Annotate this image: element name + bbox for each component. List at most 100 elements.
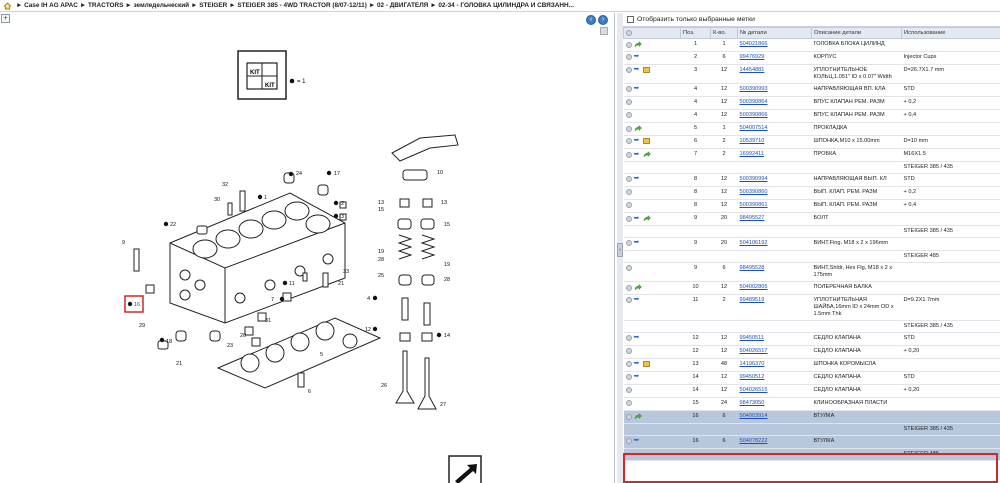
part-number-link[interactable]: 10539710 bbox=[739, 138, 765, 144]
highlighted-callout[interactable] bbox=[124, 295, 144, 313]
add-to-cart-icon[interactable] bbox=[643, 215, 651, 222]
info-icon[interactable] bbox=[625, 189, 632, 195]
part-number-link[interactable]: 504106192 bbox=[739, 240, 768, 246]
add-to-cart-icon[interactable] bbox=[634, 413, 642, 420]
part-number-link[interactable]: 504026517 bbox=[739, 348, 768, 354]
info-icon[interactable] bbox=[625, 297, 632, 303]
part-number-link[interactable]: 504021866 bbox=[739, 41, 768, 47]
home-icon[interactable] bbox=[3, 1, 12, 10]
info-icon[interactable] bbox=[625, 86, 632, 92]
splitter-handle[interactable]: ‹ bbox=[617, 243, 623, 257]
pane-splitter[interactable]: ‹ bbox=[617, 13, 623, 483]
part-number-link[interactable]: 504078222 bbox=[739, 438, 768, 444]
part-number-link[interactable]: 504026515 bbox=[739, 387, 768, 393]
part-number-link[interactable]: 500390861 bbox=[739, 202, 768, 208]
replace-arrow-icon[interactable]: ➥ bbox=[633, 214, 640, 222]
replace-arrow-icon[interactable]: ➥ bbox=[633, 150, 640, 158]
next-page-button[interactable]: › bbox=[598, 15, 608, 25]
part-number-link[interactable]: 16992411 bbox=[739, 151, 764, 157]
info-icon[interactable] bbox=[625, 54, 632, 60]
part-number-link[interactable]: 504002805 bbox=[739, 284, 768, 290]
info-icon[interactable] bbox=[625, 413, 632, 420]
part-number-link[interactable]: 500390993 bbox=[739, 86, 768, 92]
column-header[interactable]: № детали bbox=[737, 27, 812, 39]
info-icon[interactable] bbox=[625, 176, 632, 182]
show-selected-checkbox[interactable] bbox=[627, 16, 634, 23]
column-header[interactable]: Описание детали bbox=[811, 27, 902, 39]
replace-arrow-icon[interactable]: ➥ bbox=[633, 53, 640, 60]
info-icon[interactable] bbox=[625, 284, 632, 291]
menu-icon[interactable] bbox=[626, 29, 632, 36]
kit-box-icon[interactable] bbox=[642, 138, 650, 144]
info-icon[interactable] bbox=[625, 215, 632, 222]
part-number-link[interactable]: 504007514 bbox=[739, 125, 768, 131]
part-number-link[interactable]: 500390864 bbox=[739, 99, 768, 105]
breadcrumb-item[interactable]: ► TRACTORS bbox=[79, 2, 124, 9]
info-icon[interactable] bbox=[625, 41, 632, 48]
replace-arrow-icon[interactable]: ➥ bbox=[633, 296, 640, 303]
info-icon[interactable] bbox=[625, 374, 632, 380]
part-number-link[interactable]: 14196370 bbox=[739, 361, 765, 367]
info-icon[interactable] bbox=[625, 99, 632, 105]
column-header-icons[interactable] bbox=[623, 27, 681, 39]
part-number-link[interactable]: 500390866 bbox=[739, 112, 768, 118]
info-icon[interactable] bbox=[625, 265, 632, 271]
replace-arrow-icon[interactable]: ➥ bbox=[633, 175, 640, 182]
part-number-link[interactable]: 99450512 bbox=[739, 374, 765, 380]
breadcrumb-item[interactable]: ► STEIGER bbox=[191, 2, 228, 9]
replace-arrow-icon[interactable]: ➥ bbox=[633, 66, 640, 73]
add-to-cart-icon[interactable] bbox=[634, 125, 642, 132]
part-number-link[interactable]: 500390994 bbox=[739, 176, 768, 182]
add-to-cart-icon[interactable] bbox=[634, 284, 642, 291]
expand-icon[interactable]: + bbox=[1, 14, 10, 23]
part-number-link[interactable]: 98495528 bbox=[739, 265, 765, 271]
replace-arrow-icon[interactable]: ➥ bbox=[633, 360, 640, 367]
column-header[interactable]: Поз. bbox=[680, 27, 711, 39]
info-icon[interactable] bbox=[625, 112, 632, 118]
info-icon[interactable] bbox=[625, 348, 632, 354]
table-row-usage[interactable]: STEIGER 485 bbox=[623, 250, 1000, 263]
edit-notes-icon[interactable] bbox=[448, 455, 482, 483]
replace-arrow-icon[interactable]: ➥ bbox=[633, 373, 640, 380]
add-to-cart-icon[interactable] bbox=[634, 41, 642, 48]
info-icon[interactable] bbox=[625, 125, 632, 132]
breadcrumb-item[interactable]: ► Case IH AG APAC bbox=[16, 2, 78, 9]
part-number-link[interactable]: 504003914 bbox=[739, 413, 768, 419]
column-header[interactable]: К-во. bbox=[710, 27, 738, 39]
part-number-link[interactable]: 14454881 bbox=[739, 67, 765, 73]
part-number-link[interactable]: 99489519 bbox=[739, 297, 765, 303]
info-icon[interactable] bbox=[625, 361, 632, 367]
table-row-usage[interactable]: STEIGER 485 bbox=[623, 448, 1000, 461]
kit-box-icon[interactable] bbox=[642, 361, 650, 367]
info-icon[interactable] bbox=[625, 240, 632, 246]
info-icon[interactable] bbox=[625, 67, 632, 73]
replace-arrow-icon[interactable]: ➥ bbox=[633, 137, 640, 144]
part-number-link[interactable]: 98473050 bbox=[739, 400, 765, 406]
info-icon[interactable] bbox=[625, 400, 632, 406]
kit-box-icon[interactable] bbox=[642, 67, 650, 73]
replace-arrow-icon[interactable]: ➥ bbox=[633, 334, 640, 341]
table-row-usage[interactable]: STEIGER 385 / 435 bbox=[623, 225, 1000, 238]
previous-page-button[interactable]: ‹ bbox=[586, 15, 596, 25]
pin-icon[interactable] bbox=[600, 27, 608, 35]
